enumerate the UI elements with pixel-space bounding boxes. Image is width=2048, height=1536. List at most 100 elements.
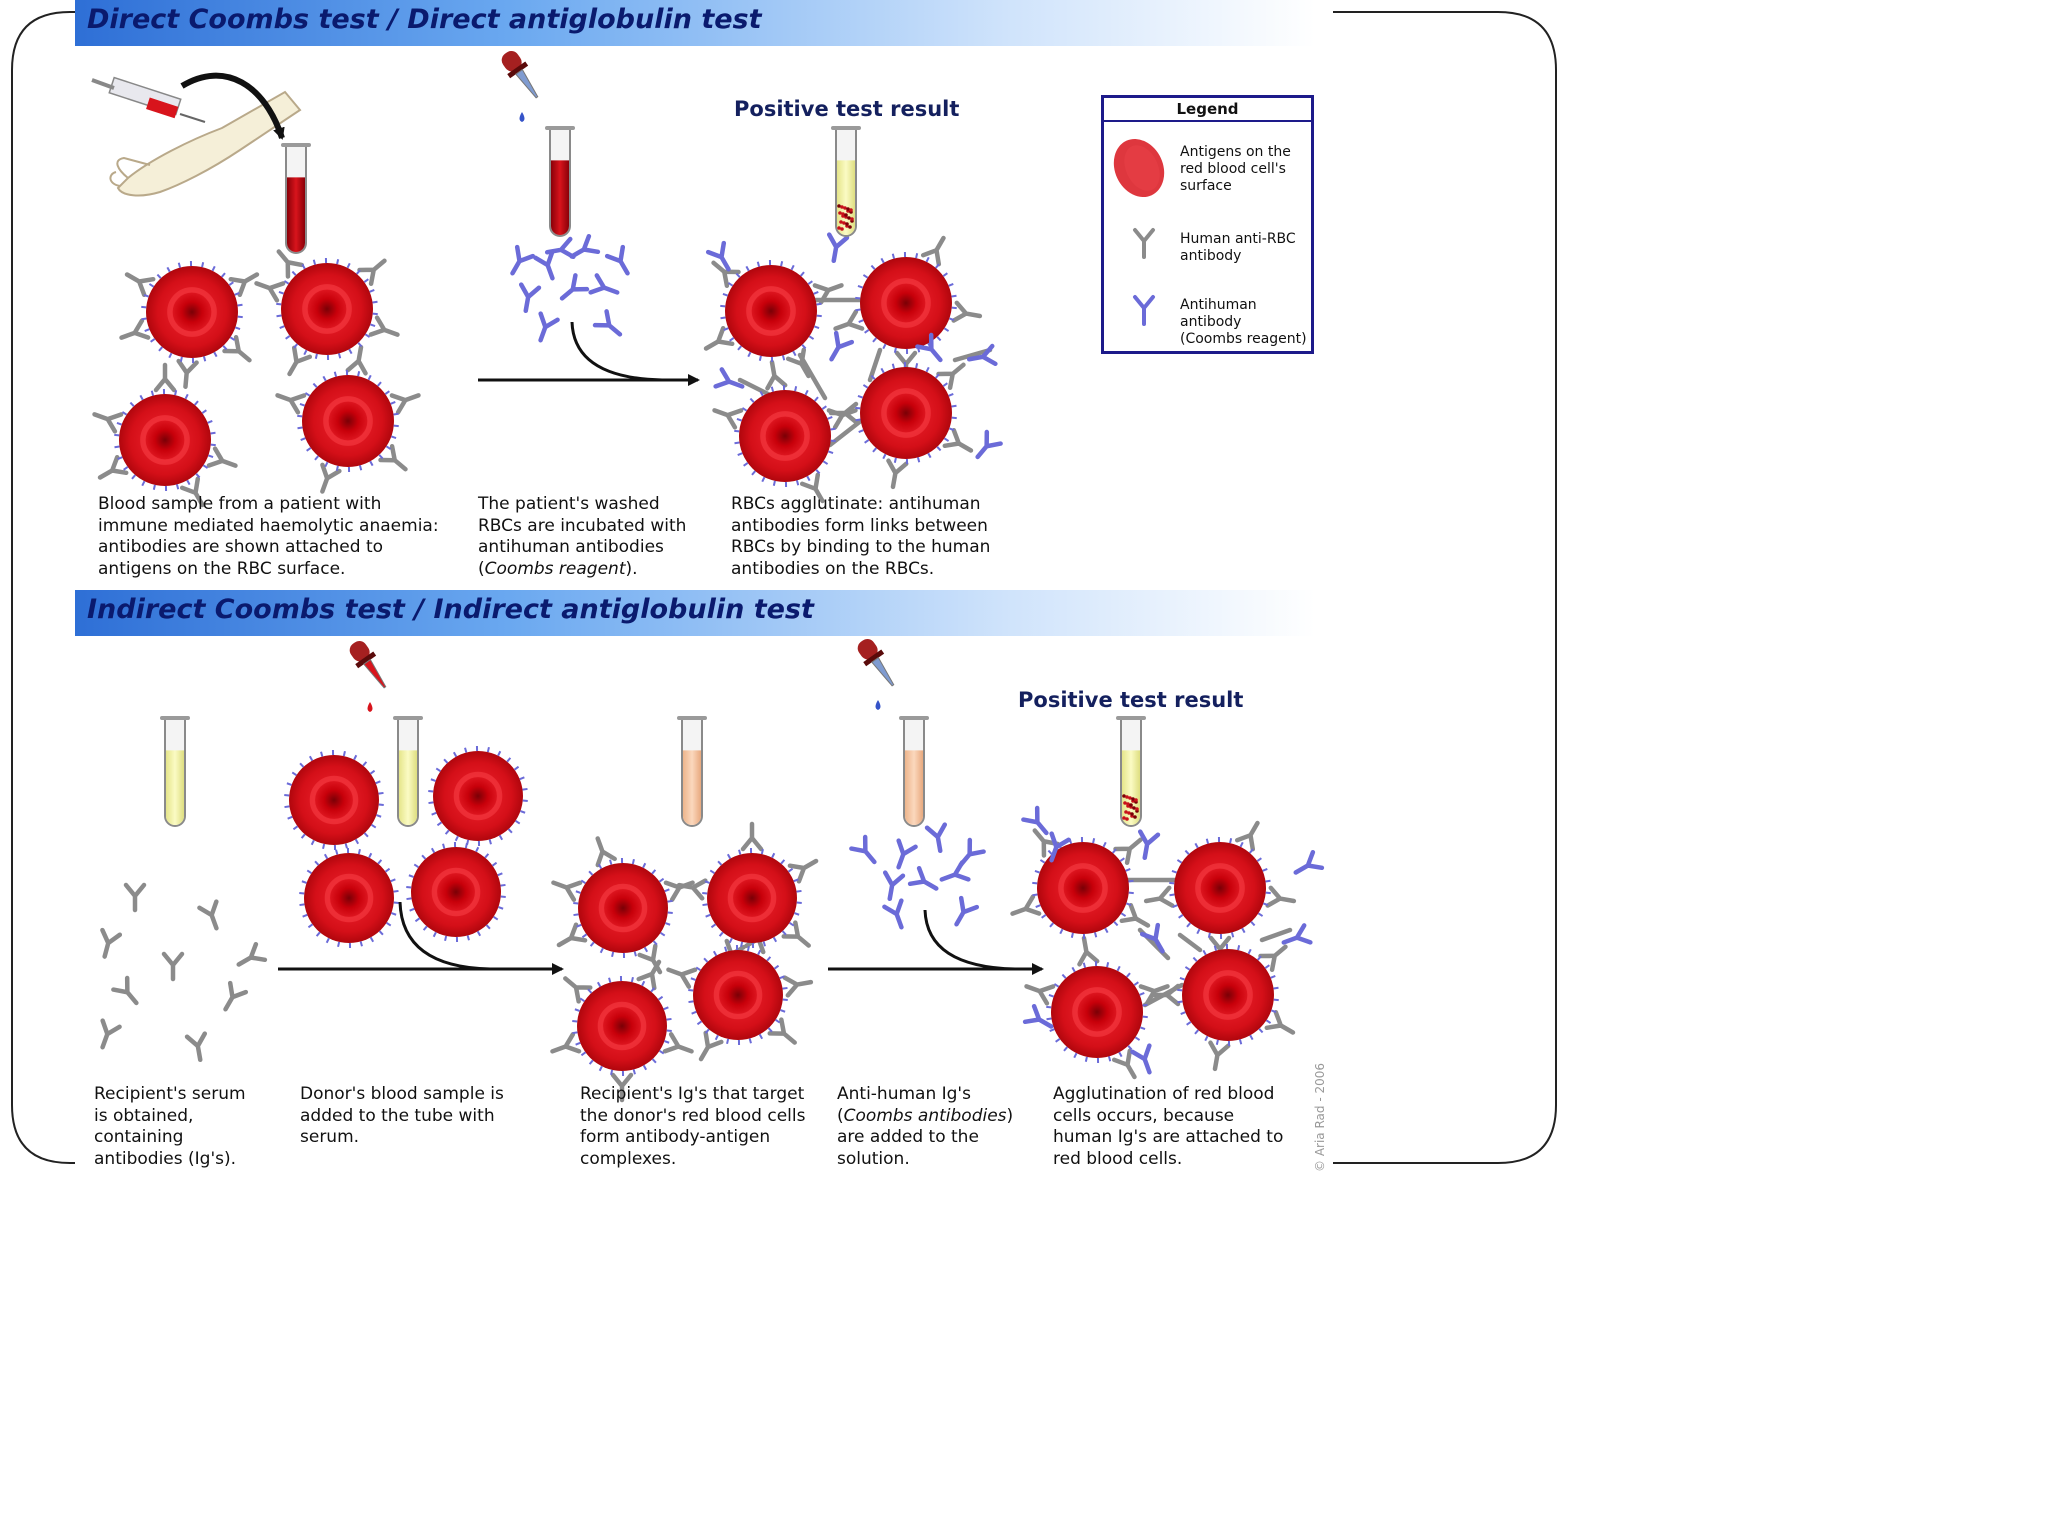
antigen-mark [872,337,877,343]
antigen-mark [1241,927,1246,934]
bound-human-antibody [1143,885,1175,908]
antigen-mark [858,429,864,434]
antigen-mark [229,336,236,341]
antigen-mark [599,947,604,954]
bound-human-antibody [636,959,662,991]
bound-human-antibody [320,462,342,494]
antigen-mark [738,849,742,855]
bound-human-antibody [936,362,966,391]
bound-human-antibody [1113,837,1143,866]
antigen-mark [356,269,361,275]
antigen-mark [430,847,436,854]
antigen-mark [491,861,498,867]
bound-human-antibody [828,401,859,425]
antigen-mark [780,261,784,267]
antigen-mark [150,390,155,396]
antigen-mark [573,913,579,917]
antigen-mark [208,454,214,459]
antigen-mark [650,987,656,993]
antigen-mark [158,346,163,352]
antigen-mark [641,980,646,987]
antigen-mark [1104,927,1109,934]
antigen-mark [484,853,490,859]
antigen-mark [1256,857,1262,862]
antigen-mark [391,912,397,916]
antigen-mark [1133,981,1139,986]
antigen-mark [475,846,480,853]
antigen-mark [1176,859,1183,864]
antigen-mark [202,464,209,469]
antigen-mark [1202,949,1207,956]
antigen-mark [891,253,896,259]
antigen-mark [870,374,876,380]
copyright-credit: © Aria Rad - 2006 [1313,1062,1327,1172]
antigen-mark [767,1027,773,1033]
indirect-caption-5: Agglutination of red blood cells occurs,… [1053,1084,1284,1169]
free-human-antibody [184,1031,208,1063]
antigen-mark [202,356,207,362]
bound-human-antibody [787,858,819,884]
antigen-mark [464,747,468,753]
antigen-mark [284,805,290,809]
antigen-mark [337,353,342,359]
antigen-mark [663,1006,669,1011]
antigen-mark [520,810,526,814]
antigen-mark [948,282,954,287]
antigen-mark [936,336,942,342]
antigen-mark [665,922,671,926]
antigen-mark [720,316,726,320]
red-blood-cell [299,847,399,949]
legend-icons [1113,138,1165,326]
antigen-mark [143,293,149,298]
direct-positive-result-label: Positive test result [734,97,960,121]
antigen-mark [363,278,369,283]
antigen-mark [377,381,382,387]
antigen-mark [717,860,723,866]
bound-human-antibody [1077,935,1100,967]
antigen-mark [346,262,351,269]
antigen-mark [515,819,521,825]
antigen-mark [882,453,887,460]
antigen-mark [935,373,940,379]
free-antihuman-antibody [882,870,906,902]
antigen-mark [688,1000,694,1004]
antigen-mark [1273,986,1279,990]
antigen-mark [664,888,670,893]
antigen-mark [741,407,748,412]
antigen-mark [951,294,957,298]
antigen-mark [488,839,492,845]
red-blood-cell [572,975,672,1077]
antigen-mark [286,782,292,786]
antigen-mark [506,757,512,763]
red-blood-cell [1046,960,1148,1064]
antigen-mark [431,811,437,816]
antigen-mark [291,771,297,777]
antigen-mark [633,951,637,957]
antigen-mark [1177,1000,1183,1004]
antigen-mark [336,259,340,265]
antigen-mark [513,765,520,771]
antigen-mark [306,869,312,875]
free-antihuman-antibody [882,898,904,930]
antigen-mark [414,917,421,923]
indirect-caption-3: Recipient's Ig's that target the donor's… [580,1084,806,1169]
antigen-mark [322,375,327,382]
antigen-mark [589,941,595,947]
bound-antihuman-antibody [975,429,1003,460]
antigen-mark [1034,869,1040,874]
antigen-mark [194,400,199,406]
antigen-mark [276,314,282,318]
antigen-mark [1265,879,1271,883]
antigen-mark [915,253,919,259]
antigen-mark [301,263,306,270]
antigen-mark [722,292,728,297]
indirect-caption-2: Donor's blood sample is added to the tub… [300,1084,504,1147]
bound-human-antibody [781,920,811,948]
red-blood-cell [702,847,802,949]
antigen-mark [1126,902,1132,907]
antigen-mark [580,879,586,885]
bound-human-antibody [799,472,825,504]
antigen-mark [943,437,950,442]
free-antihuman-antibody [538,311,560,343]
antigen-mark [794,386,798,392]
